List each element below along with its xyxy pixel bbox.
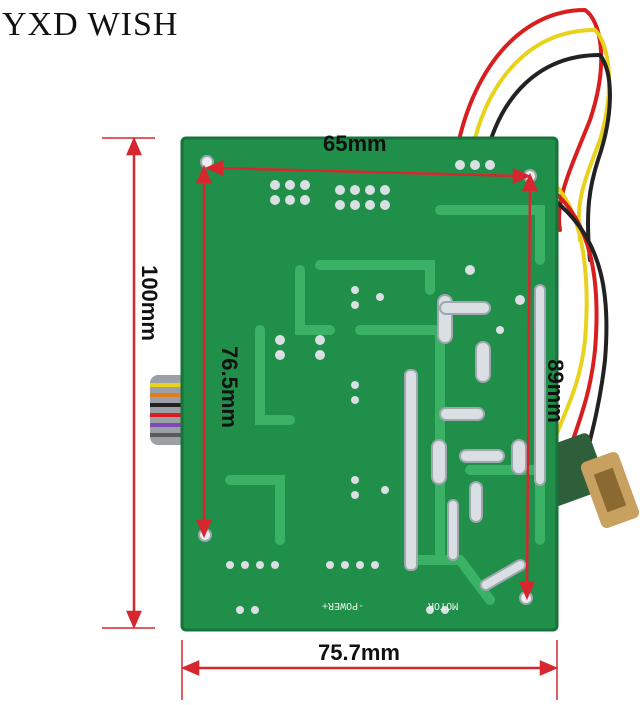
pcb-board — [180, 136, 559, 632]
wire-bundle-right — [548, 178, 609, 462]
silkscreen-motor: MOTOR — [428, 600, 459, 611]
silkscreen-power: -POWER+ — [322, 600, 365, 611]
dim-label-board-width: 75.7mm — [318, 640, 400, 665]
dim-label-hole-height-right: 89mm — [543, 359, 568, 423]
wire-bundle-top — [453, 7, 612, 262]
dimension-lines — [102, 136, 559, 700]
dim-label-board-height: 100mm — [137, 265, 162, 341]
brand-watermark: YXD WISH — [2, 6, 179, 43]
dim-label-hole-height-left: 76.5mm — [217, 346, 242, 428]
dim-label-top-hole-spacing: 65mm — [323, 131, 387, 156]
